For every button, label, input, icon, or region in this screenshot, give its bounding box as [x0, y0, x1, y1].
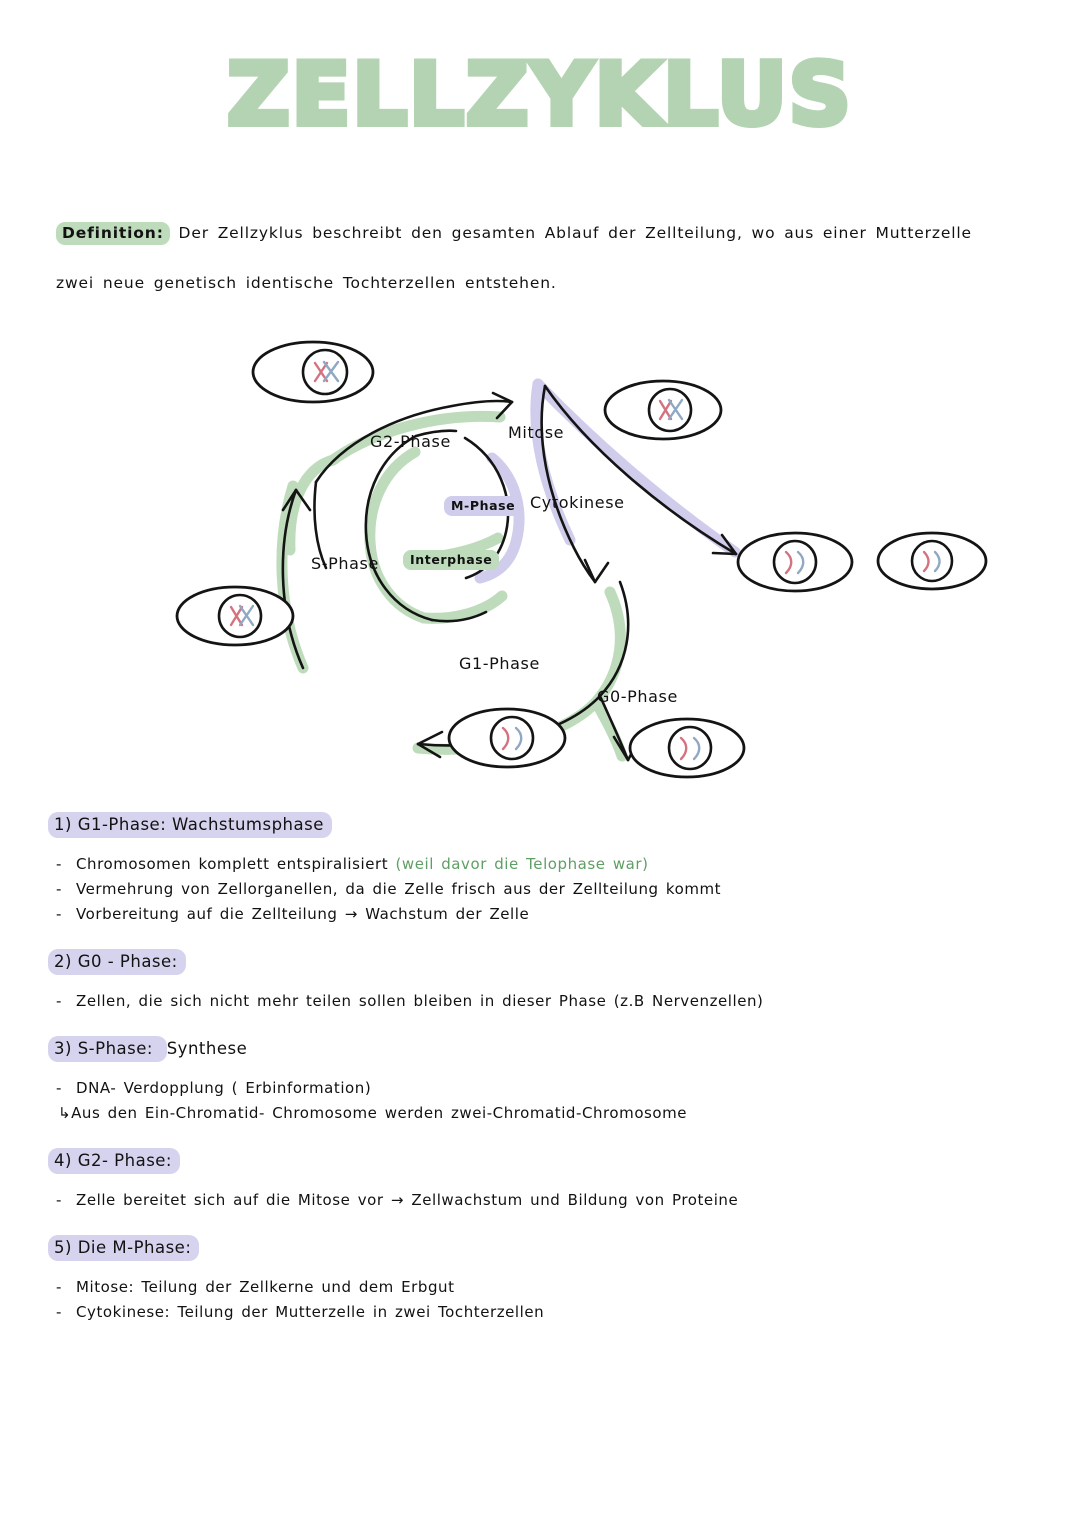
page-title: ZELLZYKLUS: [224, 45, 854, 145]
section-s-phase: 3) S-Phase: Synthese - DNA- Verdopplung …: [48, 1036, 1048, 1126]
section-number: 5): [54, 1238, 72, 1257]
section-heading: 3) S-Phase: Synthese: [48, 1036, 1048, 1062]
cell-cycle-diagram: .ink { fill:none; stroke:#141414; stroke…: [0, 320, 1080, 800]
section-m-phase: 5) Die M-Phase: - Mitose: Teilung der Ze…: [48, 1235, 1048, 1325]
section-number: 2): [54, 952, 72, 971]
label-interphase: Interphase: [403, 550, 500, 570]
section-title-suffix: Synthese: [166, 1039, 248, 1058]
bullet-text: Mitose: Teilung der Zellkerne und dem Er…: [76, 1278, 455, 1296]
section-title: G2- Phase:: [77, 1151, 172, 1170]
section-number: 1): [54, 815, 72, 834]
bullet-dash: -: [56, 1278, 62, 1296]
bullet-item: - Mitose: Teilung der Zellkerne und dem …: [48, 1275, 1048, 1300]
cell-bottom-right: [628, 717, 746, 779]
bullet-dash: -: [56, 880, 62, 898]
bullet-item: ↳Aus den Ein-Chromatid- Chromosome werde…: [48, 1101, 1048, 1126]
bullet-text: Cytokinese: Teilung der Mutterzelle in z…: [76, 1303, 545, 1321]
arrow-s-phase: [281, 488, 312, 670]
bullet-dash: -: [56, 1303, 62, 1321]
bullet-dash: -: [56, 992, 62, 1010]
bullet-item: - Zellen, die sich nicht mehr teilen sol…: [48, 989, 1048, 1014]
label-s-phase: S-Phase: [311, 554, 379, 573]
section-number: 4): [54, 1151, 72, 1170]
bullet-text: Zellen, die sich nicht mehr teilen solle…: [76, 992, 764, 1010]
section-heading: 1) G1-Phase: Wachstumsphase: [48, 812, 1048, 838]
definition-label: Definition:: [56, 222, 170, 245]
section-bullets: - Zelle bereitet sich auf die Mitose vor…: [48, 1188, 1048, 1213]
section-bullets: - Zellen, die sich nicht mehr teilen sol…: [48, 989, 1048, 1014]
cell-top-right: [603, 379, 723, 441]
bullet-dash: -: [56, 1079, 62, 1097]
section-g0-phase: 2) G0 - Phase: - Zellen, die sich nicht …: [48, 949, 1048, 1014]
bullet-text: Vorbereitung auf die Zellteilung → Wachs…: [76, 905, 530, 923]
cycle-diagram-svg: .ink { fill:none; stroke:#141414; stroke…: [175, 340, 988, 779]
bullet-text: Zelle bereitet sich auf die Mitose vor →…: [76, 1191, 739, 1209]
interphase-ring: [364, 429, 488, 623]
section-title: S-Phase:: [77, 1039, 153, 1058]
section-bullets: - Mitose: Teilung der Zellkerne und dem …: [48, 1275, 1048, 1325]
cell-right-inner: [736, 531, 854, 593]
cell-bottom-left: [447, 707, 567, 769]
label-cytokinese: Cytokinese: [530, 493, 625, 512]
section-bullets: - Chromosomen komplett entspiralisiert (…: [48, 852, 1048, 927]
bullet-item: - Vermehrung von Zellorganellen, da die …: [48, 877, 1048, 902]
notes-list: 1) G1-Phase: Wachstumsphase - Chromosome…: [48, 812, 1048, 1325]
arrow-g2-highlight: [284, 410, 506, 556]
label-g2-phase: G2-Phase: [370, 432, 451, 451]
cell-top-left: [251, 340, 375, 404]
definition-line-2: zwei neue genetisch identische Tochterze…: [56, 274, 557, 292]
bullet-dash: ↳: [58, 1104, 72, 1122]
bullet-item: - Chromosomen komplett entspiralisiert (…: [48, 852, 1048, 877]
bullet-note: (weil davor die Telophase war): [395, 855, 649, 873]
section-title: G1-Phase: Wachstumsphase: [77, 815, 324, 834]
bullet-text: DNA- Verdopplung ( Erbinformation): [76, 1079, 372, 1097]
section-title: G0 - Phase:: [77, 952, 178, 971]
arrow-mitose: [540, 384, 610, 584]
definition-text-1: Der Zellzyklus beschreibt den gesamten A…: [178, 224, 972, 242]
section-heading: 5) Die M-Phase:: [48, 1235, 1048, 1261]
label-m-phase: M-Phase: [444, 496, 523, 516]
definition-block: Definition: Der Zellzyklus beschreibt de…: [56, 208, 976, 308]
bullet-text: Aus den Ein-Chromatid- Chromosome werden…: [71, 1104, 688, 1122]
section-g1-phase: 1) G1-Phase: Wachstumsphase - Chromosome…: [48, 812, 1048, 927]
label-mitose: Mitose: [508, 423, 565, 442]
bullet-text: Vermehrung von Zellorganellen, da die Ze…: [76, 880, 722, 898]
bullet-dash: -: [56, 855, 62, 873]
section-title: Die M-Phase:: [77, 1238, 192, 1257]
cell-right-outer: [876, 531, 988, 591]
section-heading: 4) G2- Phase:: [48, 1148, 1048, 1174]
arrow-cytokinese: [543, 384, 738, 556]
bullet-item: - Cytokinese: Teilung der Mutterzelle in…: [48, 1300, 1048, 1325]
label-g0-phase: G0-Phase: [597, 687, 678, 706]
bullet-dash: -: [56, 905, 62, 923]
m-phase-ring-highlight: [474, 452, 525, 584]
section-g2-phase: 4) G2- Phase: - Zelle bereitet sich auf …: [48, 1148, 1048, 1213]
definition-line-1: Definition: Der Zellzyklus beschreibt de…: [56, 208, 976, 258]
bullet-item: - DNA- Verdopplung ( Erbinformation): [48, 1076, 1048, 1101]
section-bullets: - DNA- Verdopplung ( Erbinformation) ↳Au…: [48, 1076, 1048, 1126]
cell-left: [175, 585, 295, 647]
arrow-g2: [313, 391, 514, 570]
label-g1-phase: G1-Phase: [459, 654, 540, 673]
bullet-item: - Zelle bereitet sich auf die Mitose vor…: [48, 1188, 1048, 1213]
bullet-item: - Vorbereitung auf die Zellteilung → Wac…: [48, 902, 1048, 927]
section-number: 3): [54, 1039, 72, 1058]
section-heading: 2) G0 - Phase:: [48, 949, 1048, 975]
bullet-dash: -: [56, 1191, 62, 1209]
bullet-text: Chromosomen komplett entspiralisiert: [76, 855, 396, 873]
